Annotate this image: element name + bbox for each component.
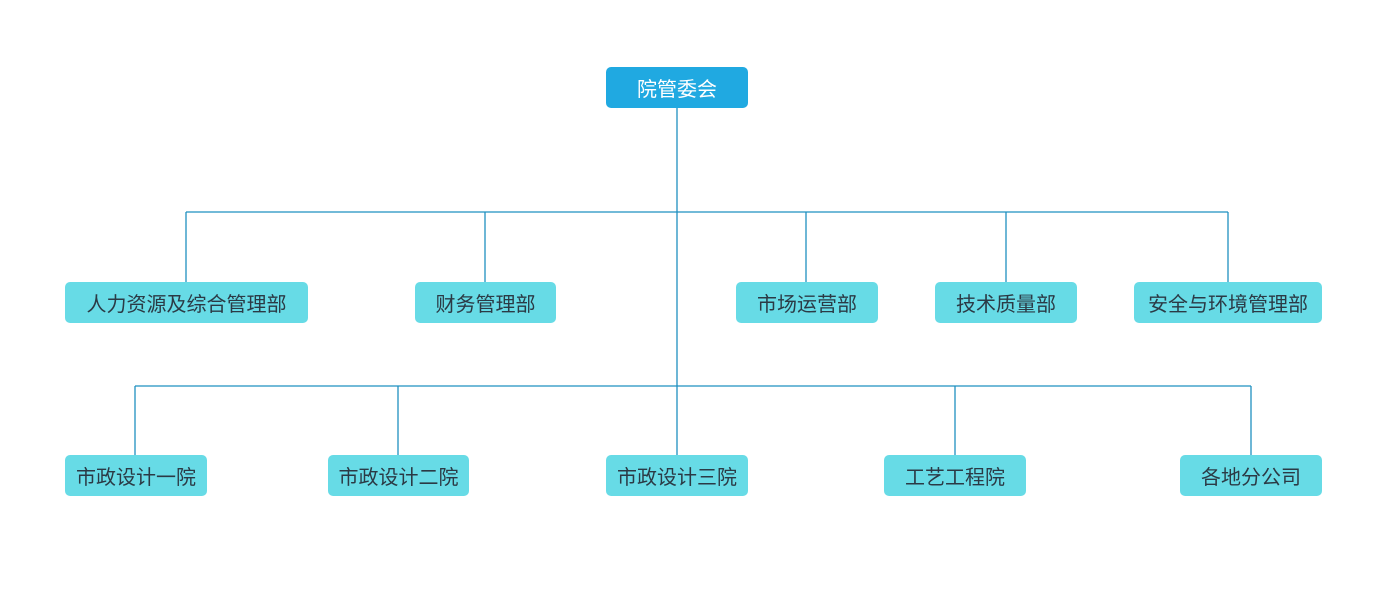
department-node-label: 市场运营部	[757, 292, 857, 316]
institute-node-label: 市政设计三院	[617, 465, 737, 489]
institute-node-municipal-3: 市政设计三院	[606, 455, 748, 496]
institute-node-municipal-1: 市政设计一院	[65, 455, 207, 496]
institute-node-label: 市政设计二院	[338, 465, 459, 489]
department-node-safety-environment: 安全与环境管理部	[1134, 282, 1322, 323]
department-node-label: 安全与环境管理部	[1148, 292, 1308, 316]
department-node-label: 技术质量部	[956, 292, 1056, 316]
institute-node-process-engineering: 工艺工程院	[884, 455, 1026, 496]
institute-node-municipal-2: 市政设计二院	[328, 455, 469, 496]
department-node-hr-admin: 人力资源及综合管理部	[65, 282, 308, 323]
institute-node-label: 工艺工程院	[905, 465, 1005, 489]
institute-node-branch-companies: 各地分公司	[1180, 455, 1322, 496]
department-node-finance: 财务管理部	[415, 282, 556, 323]
root-node-management-committee: 院管委会	[606, 67, 748, 108]
department-node-label: 财务管理部	[435, 292, 536, 316]
root-node-label: 院管委会	[637, 77, 717, 101]
institute-node-label: 各地分公司	[1201, 465, 1301, 489]
department-node-label: 人力资源及综合管理部	[86, 292, 287, 316]
department-node-market-operations: 市场运营部	[736, 282, 878, 323]
department-node-technical-quality: 技术质量部	[935, 282, 1077, 323]
institute-node-label: 市政设计一院	[76, 465, 196, 489]
